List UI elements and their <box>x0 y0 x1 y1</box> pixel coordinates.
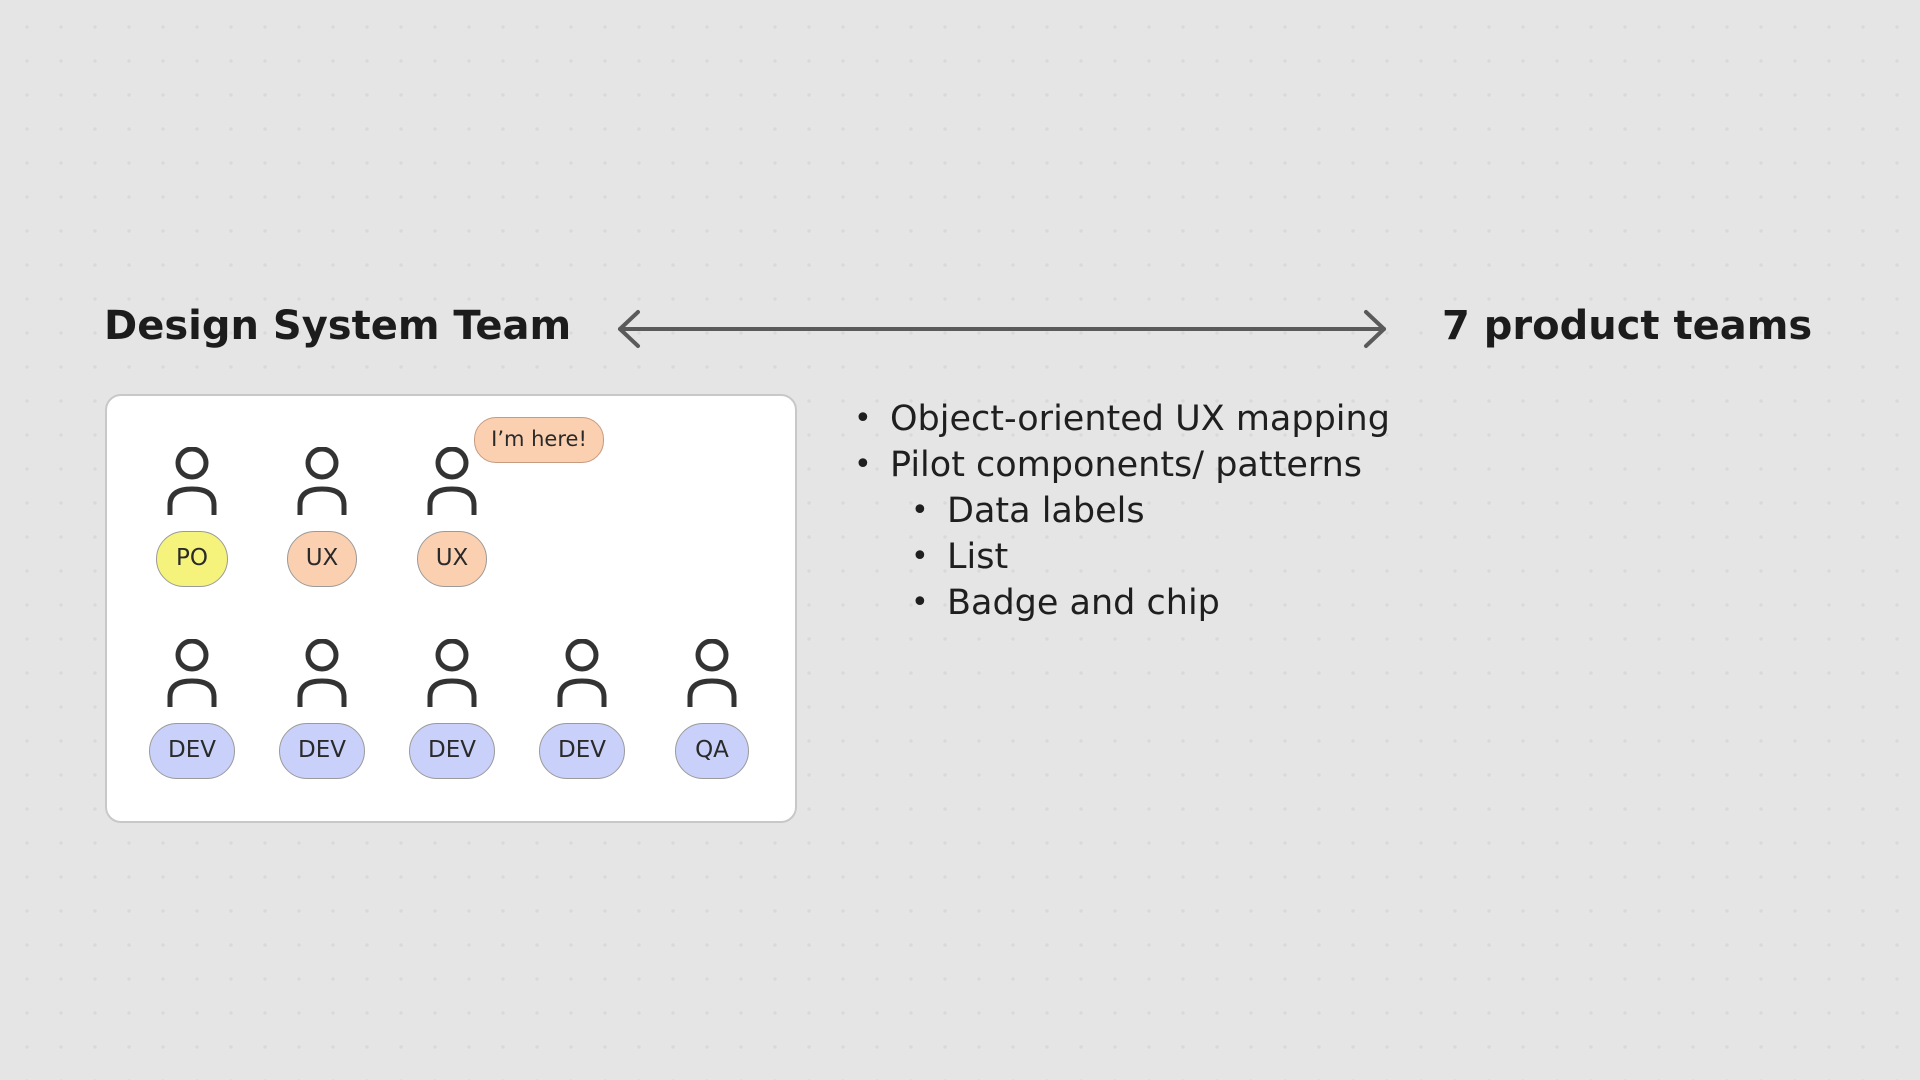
team-member-dev: DEV <box>127 638 257 789</box>
person-icon <box>685 638 739 709</box>
person-icon <box>425 638 479 709</box>
product-teams-heading: 7 product teams <box>1442 303 1813 349</box>
bullet-icon: • <box>911 539 929 574</box>
role-badge-dev: DEV <box>539 723 625 779</box>
team-member-qa: QA <box>647 638 777 789</box>
topic-text: Badge and chip <box>947 583 1220 623</box>
role-badge-ux: UX <box>417 531 487 587</box>
subtopic-item: • Badge and chip <box>846 580 1390 626</box>
topic-text: Data labels <box>947 491 1145 531</box>
role-badge-dev: DEV <box>409 723 495 779</box>
bullet-icon: • <box>911 585 929 620</box>
role-badge-po: PO <box>156 531 228 587</box>
topic-text: Pilot components/ patterns <box>890 445 1363 485</box>
subtopic-item: • Data labels <box>846 488 1390 534</box>
team-member-dev: DEV <box>387 638 517 789</box>
team-member-dev: DEV <box>257 638 387 789</box>
role-badge-qa: QA <box>675 723 749 779</box>
team-member-dev: DEV <box>517 638 647 789</box>
team-member-ux: UX <box>257 446 387 597</box>
arrow-head-left <box>618 310 640 348</box>
topic-text: Object-oriented UX mapping <box>890 399 1390 439</box>
person-icon <box>165 446 219 517</box>
role-badge-ux: UX <box>287 531 357 587</box>
person-icon <box>555 638 609 709</box>
role-badge-dev: DEV <box>149 723 235 779</box>
topic-item: • Pilot components/ patterns <box>846 442 1390 488</box>
bullet-icon: • <box>854 401 872 436</box>
speech-bubble: I’m here! <box>474 417 604 463</box>
bullet-icon: • <box>854 447 872 482</box>
bullet-icon: • <box>911 493 929 528</box>
team-card: I’m here! PO UX UX DEV DEV DEV DEV QA <box>105 394 797 823</box>
subtopic-item: • List <box>846 534 1390 580</box>
person-icon <box>165 638 219 709</box>
person-icon <box>295 638 349 709</box>
person-icon <box>295 446 349 517</box>
double-arrow-connector <box>618 310 1386 348</box>
topic-item: • Object-oriented UX mapping <box>846 396 1390 442</box>
topics-list: • Object-oriented UX mapping • Pilot compon… <box>846 396 1390 626</box>
team-member-po: PO <box>127 446 257 597</box>
arrow-head-right <box>1364 310 1386 348</box>
role-badge-dev: DEV <box>279 723 365 779</box>
team-member-ux: UX <box>387 446 517 597</box>
topic-text: List <box>947 537 1009 577</box>
person-icon <box>425 446 479 517</box>
design-system-team-heading: Design System Team <box>104 303 572 349</box>
